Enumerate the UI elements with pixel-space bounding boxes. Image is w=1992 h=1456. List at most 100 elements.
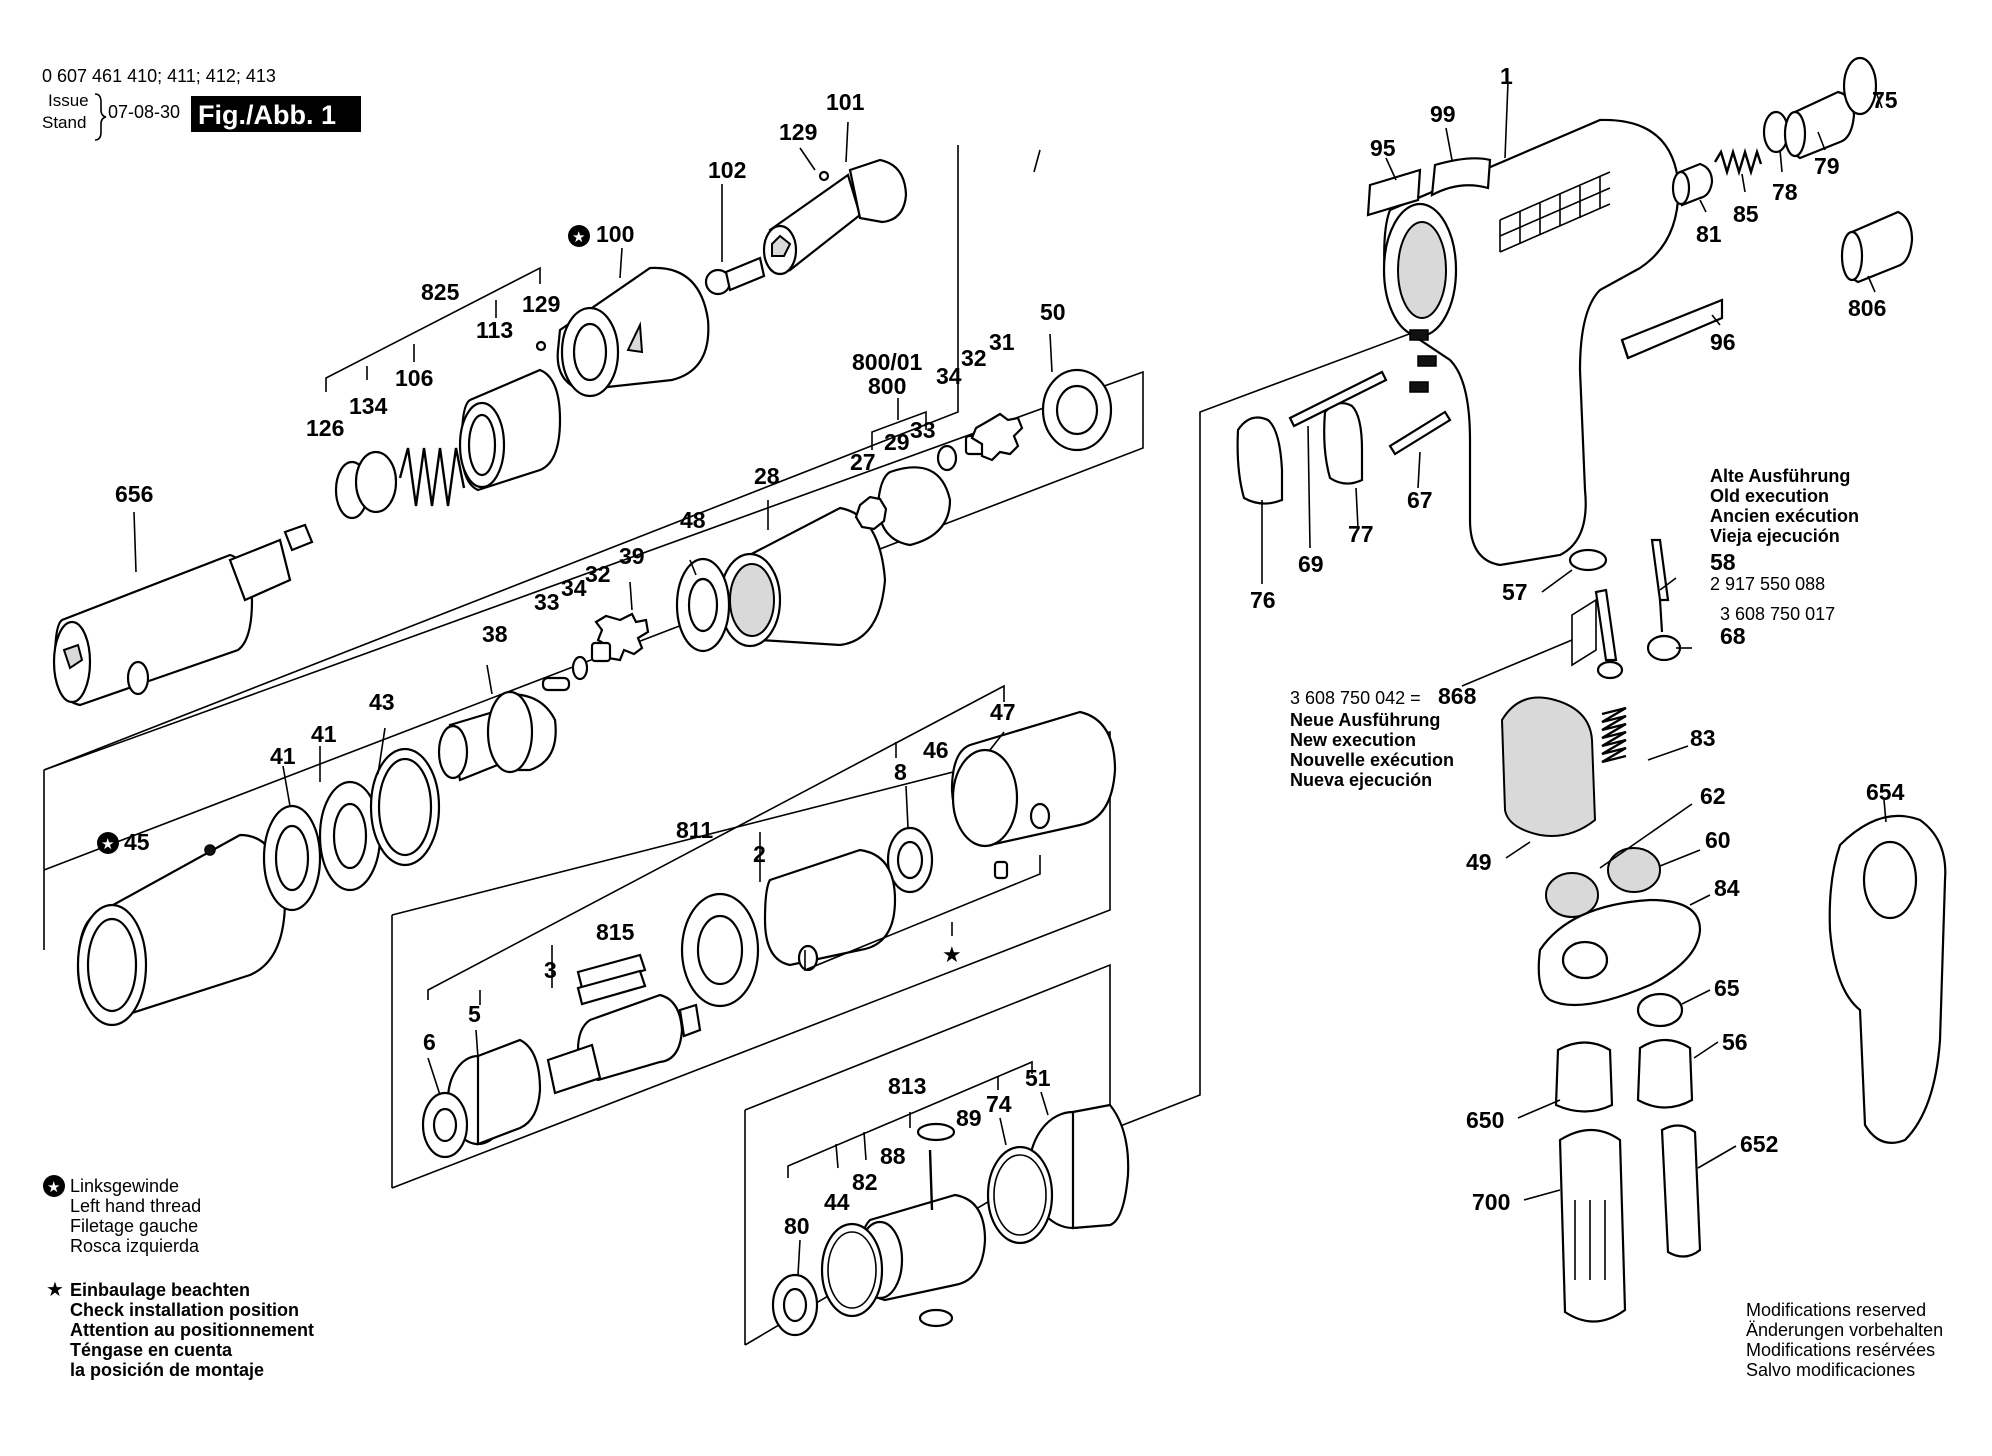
old-execution-de: Alte Ausführung — [1710, 466, 1850, 486]
bearing-inner — [896, 840, 924, 880]
circled-star-icon — [43, 1175, 65, 1197]
part-62-screen — [1545, 872, 1599, 918]
part-68-stem — [1658, 599, 1664, 633]
label-41-b: 41 — [270, 743, 296, 769]
part-34-washer-top — [936, 444, 958, 472]
part-652-nipple — [1660, 1124, 1702, 1258]
label-654: 654 — [1866, 779, 1905, 805]
part-77-trigger — [1323, 401, 1364, 485]
label-81: 81 — [1696, 221, 1722, 247]
modifications-en: Modifications reserved — [1746, 1300, 1926, 1320]
old-execution-es: Vieja ejecución — [1710, 526, 1840, 546]
legend-install-position: ★ Einbaulage beachten Check installation… — [46, 1277, 314, 1380]
label-74: 74 — [986, 1091, 1012, 1117]
modifications-note: Modifications reserved Änderungen vorbeh… — [1746, 1300, 1943, 1380]
label-65: 65 — [1714, 975, 1740, 1001]
assembly-frames — [43, 145, 1421, 1346]
part-49-filter — [1500, 696, 1597, 837]
bearing-inner — [332, 802, 368, 870]
part-50-washer-hole — [1055, 384, 1099, 436]
legend-lh-es: Rosca izquierda — [70, 1236, 200, 1256]
part-99-label — [1430, 157, 1492, 197]
label-46: 46 — [923, 737, 949, 763]
part-labels: 1 95 99 75 79 78 85 81 806 96 101 129 10… — [115, 63, 1905, 1239]
part-33-pin — [541, 676, 571, 692]
part-44-o-ring — [820, 1222, 884, 1318]
part-67-pin — [1388, 410, 1452, 456]
valve-group-parts — [771, 1103, 1130, 1337]
label-38: 38 — [482, 621, 508, 647]
part-3-rotor — [546, 993, 702, 1095]
part-84-adapter — [1537, 898, 1702, 1007]
part-868-head — [1596, 660, 1624, 680]
label-29: 29 — [884, 429, 910, 455]
strip-edge — [1620, 339, 1630, 359]
label-129-top: 129 — [779, 119, 817, 145]
label-75: 75 — [1872, 87, 1898, 113]
part-5-plate-body — [476, 1038, 542, 1146]
housing-group-parts — [76, 747, 441, 1027]
brace — [94, 93, 107, 141]
new-execution-de: Neue Ausführung — [1290, 710, 1440, 730]
o-ring-inner — [827, 1231, 877, 1309]
part-69-pin — [1288, 370, 1388, 428]
label-85: 85 — [1733, 201, 1759, 227]
star-icon: ★ — [46, 1277, 64, 1301]
part-31-sun-gear — [970, 412, 1024, 462]
handle-ring-opening — [1862, 840, 1918, 920]
label-1: 1 — [1500, 63, 1513, 89]
part-85-spring — [1713, 147, 1763, 177]
o-ring-inner — [993, 1154, 1047, 1236]
label-33-mid: 33 — [534, 589, 560, 615]
label-800: 800 — [868, 373, 906, 399]
label-56: 56 — [1722, 1029, 1748, 1055]
label-33-top: 33 — [910, 417, 936, 443]
part-868-stem — [1594, 588, 1618, 662]
part-89-disc — [916, 1122, 956, 1142]
figure-label-box — [191, 96, 361, 132]
modifications-es: Salvo modificaciones — [1746, 1360, 1915, 1380]
label-8: 8 — [894, 759, 907, 785]
star-glyph: ★ — [572, 228, 585, 246]
label-34-top: 34 — [936, 363, 962, 389]
part-650-fitting — [1554, 1041, 1614, 1113]
valve-face — [1783, 110, 1807, 158]
part-number-notes: 2 917 550 088 3 608 750 017 3 608 750 04… — [1290, 574, 1835, 708]
label-67: 67 — [1407, 487, 1433, 513]
label-32-mid: 32 — [585, 561, 611, 587]
legend-lh-en: Left hand thread — [70, 1196, 201, 1216]
planet-group-parts — [437, 368, 1113, 782]
part-38-carrier — [437, 690, 557, 782]
label-49: 49 — [1466, 849, 1492, 875]
modifications-fr: Modifications resérvées — [1746, 1340, 1935, 1360]
legend-ip-es: Téngase en cuenta — [70, 1340, 233, 1360]
part-75-ring — [1842, 56, 1878, 116]
part-47-cylinder — [950, 710, 1117, 848]
label-96: 96 — [1710, 329, 1736, 355]
fitting-face — [1840, 230, 1864, 282]
label-27: 27 — [850, 449, 876, 475]
label-44: 44 — [824, 1189, 850, 1215]
label-102: 102 — [708, 157, 746, 183]
left-hand-thread-icon — [97, 832, 119, 854]
part-32-needle — [590, 641, 612, 663]
part-65-o-ring — [1636, 992, 1684, 1028]
label-48: 48 — [680, 507, 706, 533]
label-69: 69 — [1298, 551, 1324, 577]
part-number-868: 3 608 750 042 = — [1290, 688, 1421, 708]
new-execution-es: Nueva ejecución — [1290, 770, 1432, 790]
part-34-washer — [571, 655, 589, 681]
part-106-spring — [398, 447, 466, 507]
part-815-blade-b — [576, 969, 647, 1006]
legend-ip-en: Check installation position — [70, 1300, 299, 1320]
label-700: 700 — [1472, 1189, 1510, 1215]
part-134-ring — [354, 450, 398, 514]
part-74-o-ring — [986, 1145, 1054, 1245]
part-96-grip-strip — [1620, 298, 1724, 360]
old-execution-note: Alte Ausführung Old execution Ancien exé… — [1710, 466, 1859, 546]
modifications-de: Änderungen vorbehalten — [1746, 1320, 1943, 1340]
part-46-pin — [993, 860, 1009, 880]
old-execution-fr: Ancien exécution — [1710, 506, 1859, 526]
part-2-endplate — [680, 848, 897, 1008]
part-60-screen — [1607, 847, 1661, 893]
